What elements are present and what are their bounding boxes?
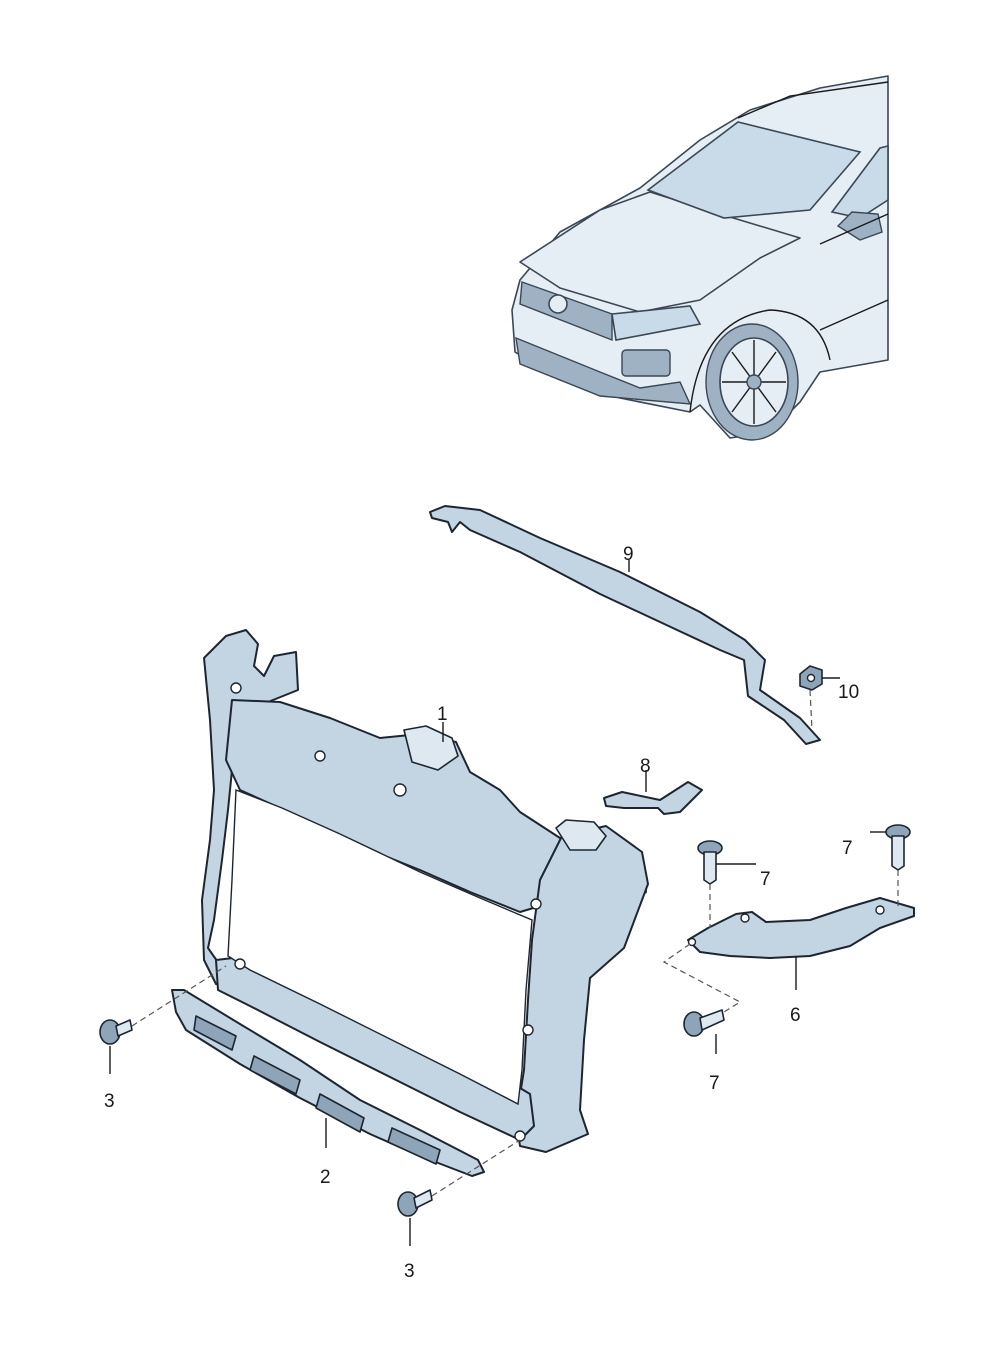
vehicle-windshield: [646, 121, 862, 219]
lock-carrier-left-upright: [201, 629, 299, 991]
vehicle-illustration: [511, 75, 889, 441]
vehicle-grille: [519, 281, 613, 342]
callout-8: 8: [640, 756, 651, 777]
assembly-lines: [131, 689, 899, 1197]
lock-carrier-center-bracket: [403, 725, 459, 771]
part-7-bolt-b: [885, 824, 911, 871]
vehicle-side-crease: [819, 213, 889, 331]
lock-carrier-right-upright: [515, 825, 649, 1153]
part-8-bracket: [603, 781, 703, 815]
part-7-bolt-a: [697, 840, 723, 885]
leader-lines: [109, 560, 886, 1246]
vehicle-foglight: [621, 349, 671, 377]
callout-7-lower: 7: [709, 1073, 720, 1094]
callout-9: 9: [623, 544, 634, 565]
callout-10: 10: [838, 682, 859, 703]
callout-labels: 1 2 3 3 6 7 7 7 8 9 10: [104, 544, 859, 1282]
vehicle-roof-line: [737, 81, 889, 119]
callout-2: 2: [320, 1167, 331, 1188]
deflector-ribs: [193, 1015, 441, 1165]
part-9-upper-cross-member: [429, 505, 821, 745]
vehicle-hood: [519, 191, 801, 313]
part-3-bolt-b: [397, 1189, 433, 1217]
callout-7-upper-left: 7: [760, 869, 771, 890]
part-10-nut: [799, 665, 823, 691]
callout-3-bottom: 3: [404, 1261, 415, 1282]
lock-carrier-right-top-bracket: [555, 819, 607, 851]
vehicle-lower-grille: [515, 336, 692, 405]
callout-3-left: 3: [104, 1091, 115, 1112]
part-2-air-deflector: [171, 989, 485, 1177]
part-3-bolt-a: [99, 1019, 133, 1045]
callout-1: 1: [437, 704, 448, 725]
callout-6: 6: [790, 1005, 801, 1026]
part-6-side-bracket: [687, 897, 915, 959]
part-7-bolt-c: [683, 1009, 725, 1037]
vehicle-wheel-arch: [689, 309, 831, 413]
vehicle-wheel: [705, 323, 799, 441]
vehicle-headlight: [611, 305, 702, 341]
callout-7-upper-right: 7: [842, 838, 853, 859]
vehicle-badge: [548, 294, 568, 314]
part-1-lock-carrier: [201, 629, 649, 1153]
